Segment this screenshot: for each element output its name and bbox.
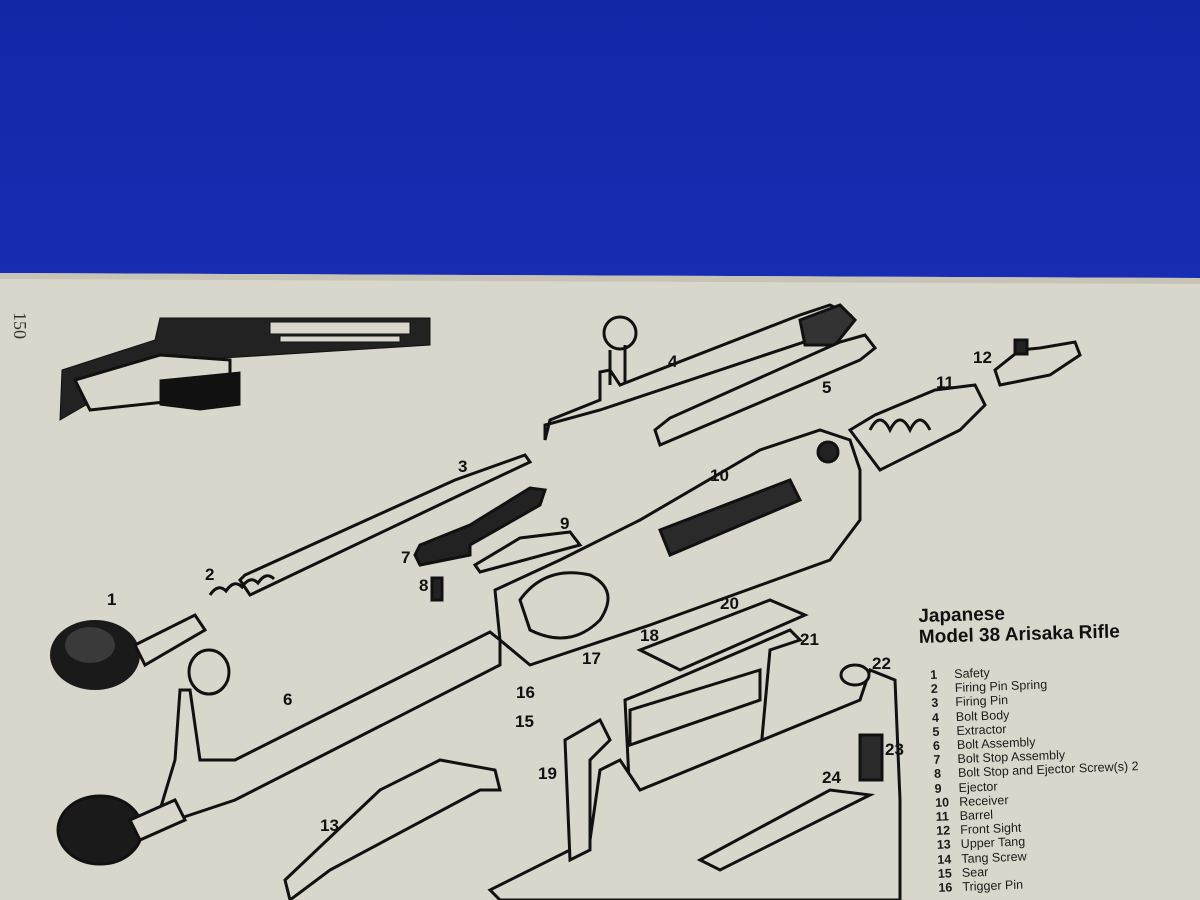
safety-illustration — [50, 613, 208, 690]
barrel-illustration — [847, 383, 987, 472]
legend-name: Sear — [961, 864, 989, 880]
legend-num: 12 — [935, 823, 951, 839]
callout-7: 7 — [401, 548, 411, 567]
callout-23: 23 — [885, 740, 904, 759]
legend-name: Tang Screw — [961, 849, 1027, 866]
diagram-title: Japanese Model 38 Arisaka Rifle — [918, 600, 1120, 648]
legend-num: 10 — [934, 795, 950, 810]
callout-9: 9 — [560, 514, 570, 533]
callout-1: 1 — [107, 590, 117, 609]
legend-num: 11 — [935, 809, 950, 824]
legend-name: Receiver — [958, 792, 1009, 809]
callout-16: 16 — [516, 683, 535, 702]
legend-num: 6 — [932, 738, 941, 753]
upper-tang-illustration — [283, 758, 502, 900]
callout-2: 2 — [205, 565, 215, 584]
receiver-main-illustration — [493, 428, 862, 667]
legend-num: 16 — [938, 880, 953, 895]
legend-num: 2 — [930, 681, 939, 697]
legend-name: Trigger Pin — [962, 877, 1024, 894]
callout-10: 10 — [710, 466, 729, 485]
legend-num: 5 — [932, 724, 940, 739]
front-sight-illustration — [993, 338, 1082, 387]
legend-num: 14 — [937, 851, 952, 867]
callout-24: 24 — [822, 768, 841, 787]
legend-num: 13 — [936, 837, 951, 853]
callout-6: 6 — [283, 690, 293, 709]
legend-name: Ejector — [958, 779, 998, 795]
legend-num: 15 — [937, 866, 953, 881]
callout-19: 19 — [538, 764, 557, 783]
callout-3: 3 — [458, 457, 468, 476]
firing-pin-illustration — [208, 453, 533, 597]
callout-20: 20 — [720, 594, 739, 613]
legend-num: 7 — [933, 752, 941, 768]
callout-18: 18 — [640, 626, 659, 645]
legend-num: 3 — [931, 696, 939, 711]
bolt-body-illustration — [543, 303, 858, 441]
callout-12: 12 — [973, 348, 992, 367]
legend-num: 4 — [931, 710, 940, 725]
callout-22: 22 — [872, 654, 891, 673]
legend-name: Barrel — [959, 807, 994, 823]
callout-17: 17 — [582, 649, 601, 668]
callout-11: 11 — [936, 373, 954, 392]
extractor-illustration — [653, 333, 878, 448]
callout-4: 4 — [668, 352, 678, 371]
legend-num: 1 — [930, 667, 938, 682]
legend-name: Safety — [953, 665, 990, 682]
page-number: 150 — [10, 312, 30, 339]
bolt-assembly-illustration — [56, 630, 502, 866]
receiver-illustration — [59, 317, 431, 421]
callout-8: 8 — [419, 576, 429, 595]
paper-shadow — [0, 273, 1200, 284]
legend-num: 8 — [933, 767, 942, 782]
screw-illustration — [696, 733, 884, 872]
callout-21: 21 — [800, 630, 819, 649]
trigger-guard-illustration — [487, 663, 902, 900]
callout-5: 5 — [822, 378, 832, 397]
callout-15: 15 — [515, 712, 534, 731]
legend-num: 9 — [934, 781, 942, 796]
callout-13: 13 — [320, 816, 339, 835]
bolt-stop-illustration — [413, 486, 583, 602]
